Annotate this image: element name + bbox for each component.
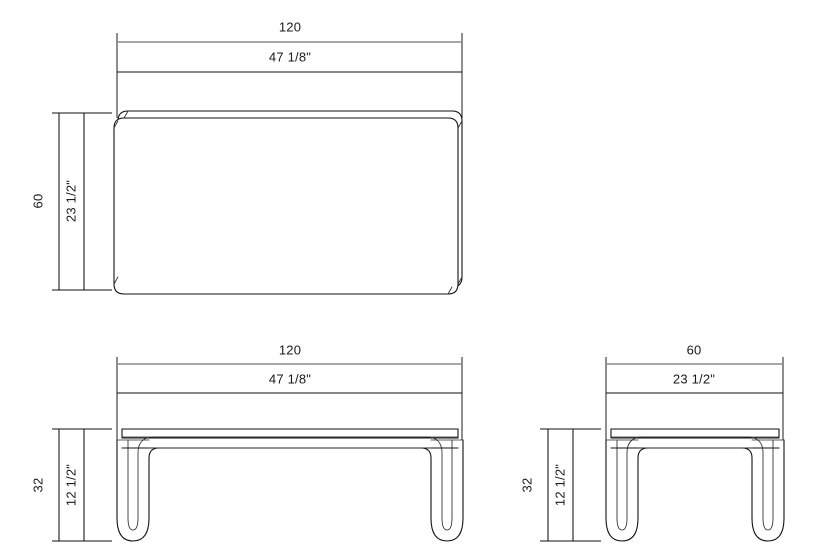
side-view-geometry <box>605 428 785 542</box>
top-depth-imperial-label: 23 1/2" <box>63 180 78 222</box>
side-tabletop-slab <box>610 428 780 439</box>
side-leg-left-inner <box>616 436 780 531</box>
corner-tie-bottom-edge-right <box>447 286 453 295</box>
side-leg-right-inner <box>610 436 774 531</box>
side-view-height-dimension-group <box>540 428 601 542</box>
side-width-imperial-label: 23 1/2" <box>673 371 715 386</box>
corner-tie-left-edge <box>113 120 119 129</box>
front-height-metric-label: 32 <box>30 478 45 493</box>
front-width-metric-label: 120 <box>279 342 301 357</box>
side-width-metric-label: 60 <box>687 342 702 357</box>
top-width-metric-label: 120 <box>279 19 301 34</box>
front-leg-left-inner <box>127 436 459 531</box>
side-leg-right-outer <box>610 439 785 542</box>
front-leg-right-outer <box>121 439 464 542</box>
top-view-width-dimension-group <box>116 33 463 118</box>
side-view-width-dimension-group <box>605 357 784 440</box>
front-view-geometry <box>116 428 464 542</box>
top-depth-metric-label: 60 <box>30 194 45 209</box>
top-view-geometry <box>113 110 463 295</box>
top-width-imperial-label: 47 1/8" <box>269 49 311 64</box>
front-width-imperial-label: 47 1/8" <box>269 371 311 386</box>
side-height-imperial-label: 12 1/2" <box>552 464 567 506</box>
corner-tie-top-left <box>123 110 129 119</box>
corner-tie-top-right <box>457 120 463 129</box>
corner-tie-bottom-left <box>113 276 119 285</box>
top-view-tabletop-outline <box>113 117 459 295</box>
top-view-depth-dimension-group <box>52 112 112 291</box>
front-view-height-dimension-group <box>52 428 112 542</box>
front-height-imperial-label: 12 1/2" <box>63 464 78 506</box>
front-tabletop-slab <box>121 428 459 439</box>
corner-tie-bottom-right <box>457 276 463 285</box>
side-height-metric-label: 32 <box>519 478 534 493</box>
front-leg-left-outer <box>116 439 459 542</box>
front-leg-right-inner <box>121 436 453 531</box>
side-leg-left-outer <box>605 439 780 542</box>
front-view-width-dimension-group <box>116 357 463 440</box>
